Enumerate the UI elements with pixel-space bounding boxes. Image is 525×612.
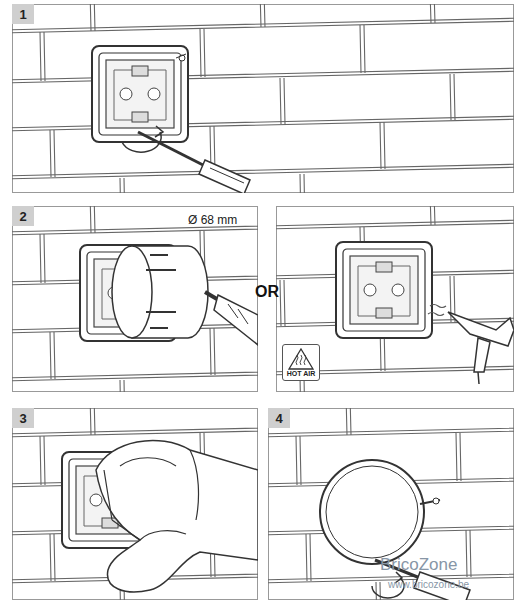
step-number-text: 1 [19, 7, 26, 22]
step-number-text: 3 [19, 411, 26, 426]
or-label: OR [255, 283, 279, 301]
hot-air-warning-sign: HOT AIR [282, 344, 320, 381]
step-number: 2 [12, 206, 34, 226]
watermark-url: www.bricozone.be [388, 579, 469, 590]
dimension-label: Ø 68 mm [188, 213, 237, 227]
step-number-text: 2 [19, 209, 26, 224]
step-number: 1 [12, 4, 34, 24]
step-number: 3 [12, 408, 34, 428]
step-number: 4 [268, 408, 290, 428]
heat-triangle-icon [288, 348, 314, 370]
step-number-text: 4 [275, 411, 282, 426]
watermark: BricoZone [380, 555, 457, 575]
warning-text: HOT AIR [287, 370, 316, 377]
